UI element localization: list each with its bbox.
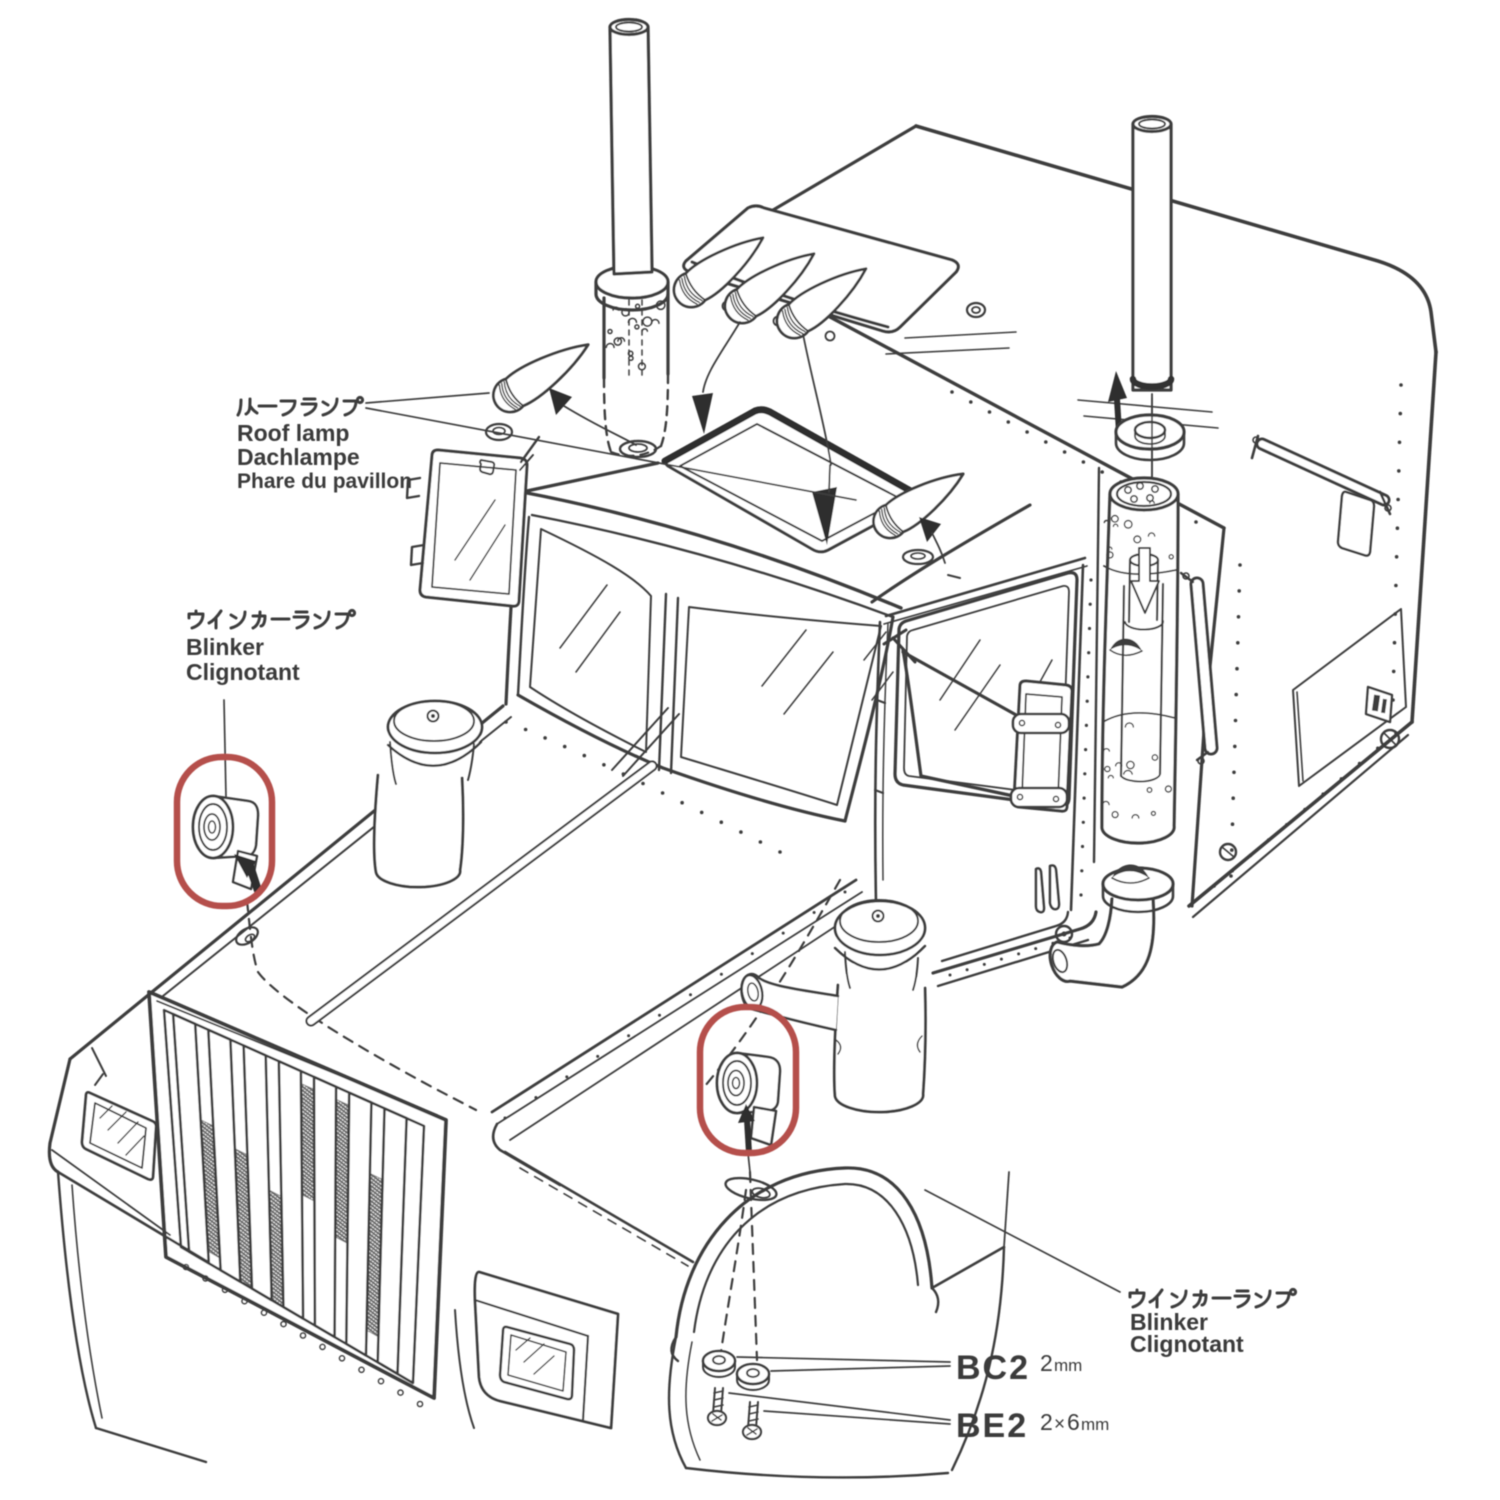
svg-text:×: × xyxy=(1054,1414,1065,1435)
svg-text:BC2: BC2 xyxy=(956,1349,1030,1387)
svg-text:Clignotant: Clignotant xyxy=(186,659,300,685)
svg-text:Roof lamp: Roof lamp xyxy=(237,420,349,446)
svg-text:6: 6 xyxy=(1067,1409,1080,1435)
svg-text:Dachlampe: Dachlampe xyxy=(237,444,360,470)
svg-text:Blinker: Blinker xyxy=(1130,1309,1208,1335)
svg-text:2: 2 xyxy=(1040,1409,1053,1435)
svg-text:Blinker: Blinker xyxy=(186,634,264,660)
svg-text:BE2: BE2 xyxy=(956,1407,1028,1445)
svg-text:mm: mm xyxy=(1081,1415,1109,1434)
svg-text:Clignotant: Clignotant xyxy=(1130,1331,1244,1357)
svg-text:2: 2 xyxy=(1040,1350,1053,1376)
svg-text:mm: mm xyxy=(1054,1356,1082,1375)
svg-text:Phare du pavillon: Phare du pavillon xyxy=(237,470,412,493)
